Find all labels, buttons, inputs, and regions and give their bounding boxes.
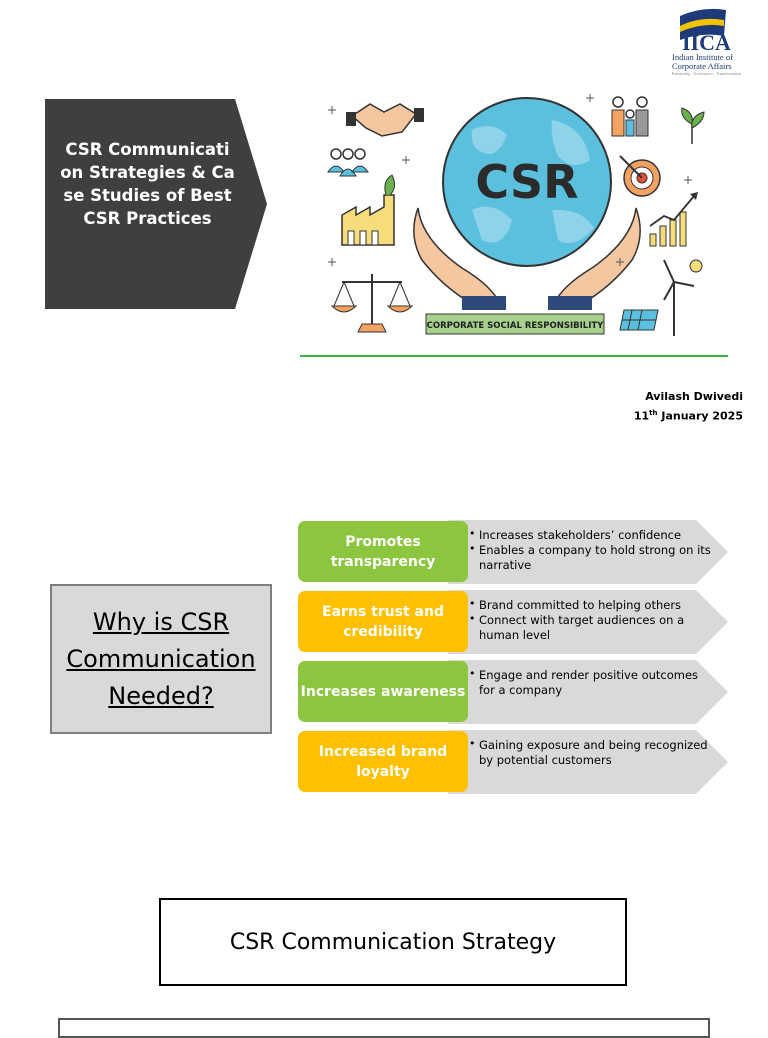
family-icon — [611, 96, 649, 137]
date-suffix: th — [649, 409, 658, 417]
benefit-label: Promotes transparency — [298, 521, 468, 582]
bullet-item: Connect with target audiences on a human… — [469, 611, 711, 643]
benefit-bullets: Engage and render positive outcomes for … — [468, 666, 711, 698]
author-name: Avilash Dwivedi — [645, 390, 743, 403]
content-box — [58, 1018, 710, 1038]
bullet-item: Gaining exposure and being recognized by… — [469, 736, 711, 768]
csr-illustration: CSR CORPORATE SOCIAL RESPONSIBILITY — [327, 94, 705, 336]
date-day: 11 — [633, 409, 650, 423]
banner-text: CORPORATE SOCIAL RESPONSIBILITY — [427, 321, 605, 331]
author-block: Avilash Dwivedi 11th January 2025 — [634, 388, 743, 425]
hands-icon — [413, 207, 641, 310]
benefit-row: Increases awareness Engage and render po… — [298, 660, 728, 724]
bullet-item: Enables a company to hold strong on its … — [469, 541, 711, 573]
factory-icon — [341, 174, 396, 246]
globe-icon: CSR — [442, 97, 612, 267]
why-question-box: Why is CSR Communication Needed? — [50, 584, 272, 734]
benefit-label: Earns trust and credibility — [298, 591, 468, 652]
sprout-icon — [681, 107, 705, 144]
benefit-row: Promotes transparency Increases stakehol… — [298, 520, 728, 584]
csr-banner: CORPORATE SOCIAL RESPONSIBILITY — [425, 313, 605, 335]
divider-rule — [300, 355, 728, 357]
benefit-row: Increased brand loyalty Gaining exposure… — [298, 730, 728, 794]
bullet-item: Increases stakeholders’ confidence — [469, 526, 711, 543]
scales-icon — [330, 274, 414, 333]
presentation-date: 11th January 2025 — [634, 405, 743, 425]
benefit-label: Increases awareness — [298, 661, 468, 722]
logo-line1: Indian Institute of — [672, 52, 733, 62]
strategy-heading: CSR Communication Strategy — [159, 898, 627, 986]
benefit-label: Increased brand loyalty — [298, 731, 468, 792]
bullet-item: Engage and render positive outcomes for … — [469, 666, 711, 698]
benefit-bullets: Increases stakeholders’ confidence Enabl… — [468, 526, 711, 573]
logo-caption: Indian Institute of Corporate Affairs Pa… — [672, 52, 758, 77]
logo-line2: Corporate Affairs — [672, 61, 732, 71]
benefit-bullets: Gaining exposure and being recognized by… — [468, 736, 711, 768]
growth-chart-icon — [649, 192, 698, 247]
benefit-bullets: Brand committed to helping others Connec… — [468, 596, 711, 643]
logo-tagline: Partnership · Governance · Transformatio… — [672, 71, 741, 76]
target-icon — [619, 155, 661, 197]
benefit-row: Earns trust and credibility Brand commit… — [298, 590, 728, 654]
handshake-icon — [346, 103, 424, 137]
slide-title: IICA Indian Institute of Corporate Affai… — [0, 0, 768, 440]
people-group-icon — [327, 148, 369, 177]
why-question: Why is CSR Communication Needed? — [66, 607, 256, 710]
bullet-item: Brand committed to helping others — [469, 596, 711, 613]
date-rest: January 2025 — [657, 409, 743, 423]
renewable-energy-icon — [619, 259, 703, 336]
globe-label: CSR — [475, 155, 578, 209]
logo-acronym: IICA — [682, 30, 731, 55]
presentation-title: CSR Communication Strategies & Case Stud… — [60, 140, 235, 228]
iica-logo: IICA — [680, 8, 731, 55]
title-chevron-shape — [45, 99, 267, 309]
